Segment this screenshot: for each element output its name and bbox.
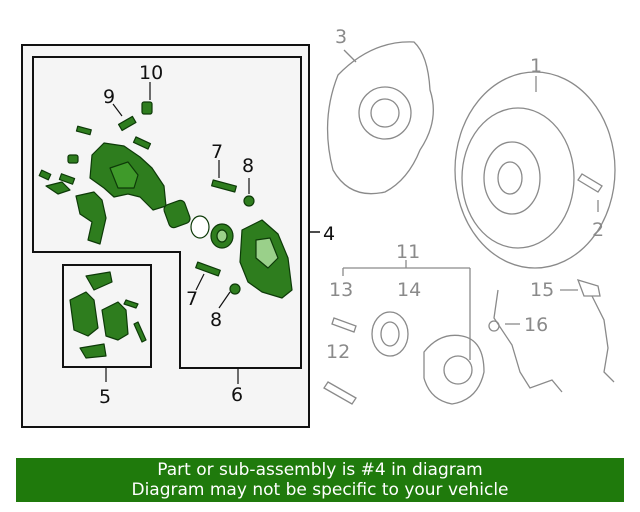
wear-indicator [123,299,139,309]
pin-boot-8-upper [243,195,255,207]
pin-boot-left [67,154,79,164]
caliper-bracket-window [255,237,279,269]
callout-11: 11 [396,241,420,263]
piston-boot-hole [216,229,228,243]
brake-pad-left [69,291,99,337]
callout-8-upper: 8 [242,155,254,177]
callout-4: 4 [323,223,335,245]
dust-shield [326,41,434,195]
guide-bolt-7-upper [211,179,237,193]
piston-seal [190,215,210,239]
rotor-hat [483,141,541,215]
subassembly-6-outline [32,56,302,369]
brake-pad-right [101,301,129,341]
callout-10: 10 [139,62,163,84]
leader-3 [343,49,357,63]
hub-bolt-12 [323,381,357,405]
rotor-center-hole [497,161,523,195]
notice-line-1: Part or sub-assembly is #4 in diagram [157,460,483,480]
caliper-body-detail [109,161,139,189]
leader-9 [112,103,123,117]
bolt-upper-mid [132,136,152,150]
bracket-small [75,191,107,245]
callout-8-lower: 8 [210,309,222,331]
guide-pin-left [38,169,52,181]
wheel-hub-center [443,355,473,385]
dust-shield-hub [358,86,412,140]
subassembly-5-box [62,264,152,368]
callout-1: 1 [530,55,542,77]
brake-rotor [454,71,616,269]
rotor-face [461,107,575,249]
callout-7-lower: 7 [186,288,198,310]
wheel-bearing [371,311,409,357]
bleeder-left [58,173,76,185]
caliper-parts [38,101,293,359]
callout-3: 3 [335,26,347,48]
callout-15: 15 [530,279,554,301]
wheel-bearing-inner [380,321,400,347]
pin-boot-8-lower [229,283,241,295]
grey-parts [323,41,616,405]
pad-clip-bottom [79,343,107,359]
hub-bolt-13 [331,317,357,333]
clip-left [45,181,71,195]
wheel-hub [423,334,485,405]
callout-11-bracket [342,260,471,360]
callout-16: 16 [524,314,548,336]
callout-13: 13 [329,279,353,301]
bolt-small-left [75,125,92,136]
rotor-screw [577,173,603,193]
callout-12: 12 [326,341,350,363]
piston [163,199,191,229]
callout-7-upper: 7 [211,141,223,163]
abs-bracket [576,279,601,297]
anti-rattle-spring [133,321,147,343]
bleeder-cap-10 [141,101,153,115]
callout-14: 14 [397,279,421,301]
dark-leaders [105,82,250,384]
leader-7-lower [195,273,205,291]
notice-banner: Part or sub-assembly is #4 in diagram Di… [16,458,624,502]
notice-line-2: Diagram may not be specific to your vehi… [131,480,509,500]
abs-sensor-grommet [488,320,500,332]
dust-shield-center [370,98,400,128]
bleeder-screw-9 [117,115,137,132]
pad-clip-top [85,271,113,291]
leader-8-lower [218,291,231,309]
abs-sensor-wire [493,289,563,393]
callout-6: 6 [231,384,243,406]
callout-5: 5 [99,386,111,408]
abs-harness [591,295,615,383]
callout-9: 9 [103,86,115,108]
guide-bolt-7-lower [195,261,221,277]
callout-2: 2 [592,219,604,241]
